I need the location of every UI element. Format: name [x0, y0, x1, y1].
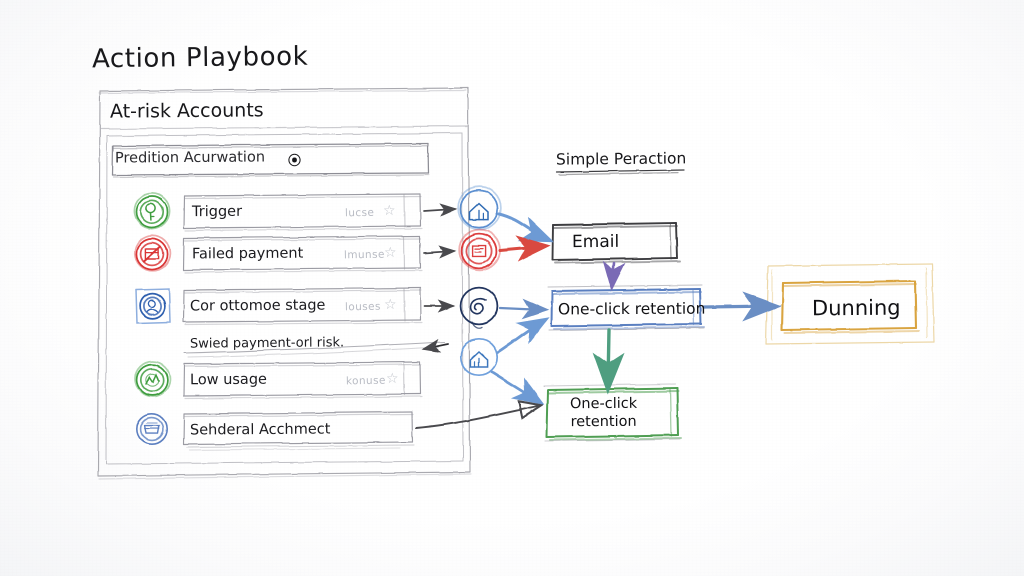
row-outline-3: [135, 287, 423, 326]
arrow-iconD-to-oneclick: [496, 317, 550, 354]
flow-box-dunning: [780, 279, 921, 335]
box-label-oneclick-retention[interactable]: One-click retention: [557, 299, 706, 319]
box-label-dunning[interactable]: Dunning: [811, 295, 901, 321]
arrow-oneclick-to-dunning: [702, 291, 782, 322]
middle-icon-upload-home-2: [459, 337, 499, 377]
row-label-trigger[interactable]: Trigger: [191, 203, 243, 221]
info-glyph-icon[interactable]: ⦿: [288, 154, 302, 169]
row-label-failed-payment[interactable]: Failed payment: [191, 245, 304, 263]
icon-scheduled-batch: [136, 412, 169, 445]
middle-icon-stamp-reject: [458, 228, 501, 272]
icon-low-usage: [134, 360, 171, 398]
row-outline-5: [136, 411, 415, 451]
panel-title: At-risk Accounts: [109, 99, 264, 123]
row-star-icon-1[interactable]: ☆: [383, 203, 396, 219]
row-outline-1: [133, 192, 423, 232]
search-input-value[interactable]: Predition Acurwation: [114, 149, 266, 167]
note-underline: [183, 341, 445, 358]
icon-blocked-card: [133, 234, 172, 272]
row-star-icon-3[interactable]: ☆: [384, 297, 397, 313]
arrow-iconC-to-oneclick: [498, 298, 550, 320]
row-outline-2: [133, 234, 423, 274]
row-meta-contact-stage: louses: [344, 300, 381, 314]
row-meta-failed-payment: lmunse: [343, 248, 385, 262]
arrow-iconB-to-email: [498, 235, 551, 262]
panel-outline: [97, 87, 472, 480]
row-outline-4: [134, 360, 423, 400]
row-label-contact-stage[interactable]: Cor ottomoe stage: [189, 297, 326, 315]
arrow-row2-to-iconB: [423, 245, 457, 259]
row-label-scheduled[interactable]: Sehderal Acchmect: [189, 421, 331, 439]
arrow-note-pointer: [421, 338, 449, 353]
arrow-oneclick-to-oneclick2: [592, 328, 625, 395]
search-bar-outline: [111, 142, 430, 178]
row-star-icon-2[interactable]: ☆: [384, 245, 397, 261]
page-title: Action Playbook: [91, 41, 309, 75]
arrow-email-to-oneclick: [602, 260, 626, 292]
row-label-low-usage[interactable]: Low usage: [189, 371, 267, 389]
flow-box-oneclick-retention: [550, 288, 705, 330]
arrow-row1-to-iconA: [423, 203, 458, 217]
icon-contact-stage: [135, 288, 171, 324]
arrow-iconD-to-oneclick2: [490, 370, 545, 405]
arrow-iconA-to-email: [497, 212, 555, 243]
column-header-underline: [555, 169, 685, 176]
box-label-email[interactable]: Email: [571, 231, 620, 253]
middle-icon-upload-home: [457, 185, 502, 231]
flow-column-header: Simple Peraction: [555, 149, 687, 169]
icon-target-circle: [133, 192, 171, 230]
middle-icon-spiral-at: [459, 286, 499, 329]
row-star-icon-4[interactable]: ☆: [386, 371, 399, 387]
row-meta-low-usage: konuse: [345, 374, 386, 388]
row-meta-trigger: lucse: [344, 206, 375, 220]
flow-box-email: [551, 222, 681, 264]
arrow-row5-to-oneclick2: [415, 406, 538, 429]
inline-note: Swied payment-orl risk.: [189, 335, 345, 352]
